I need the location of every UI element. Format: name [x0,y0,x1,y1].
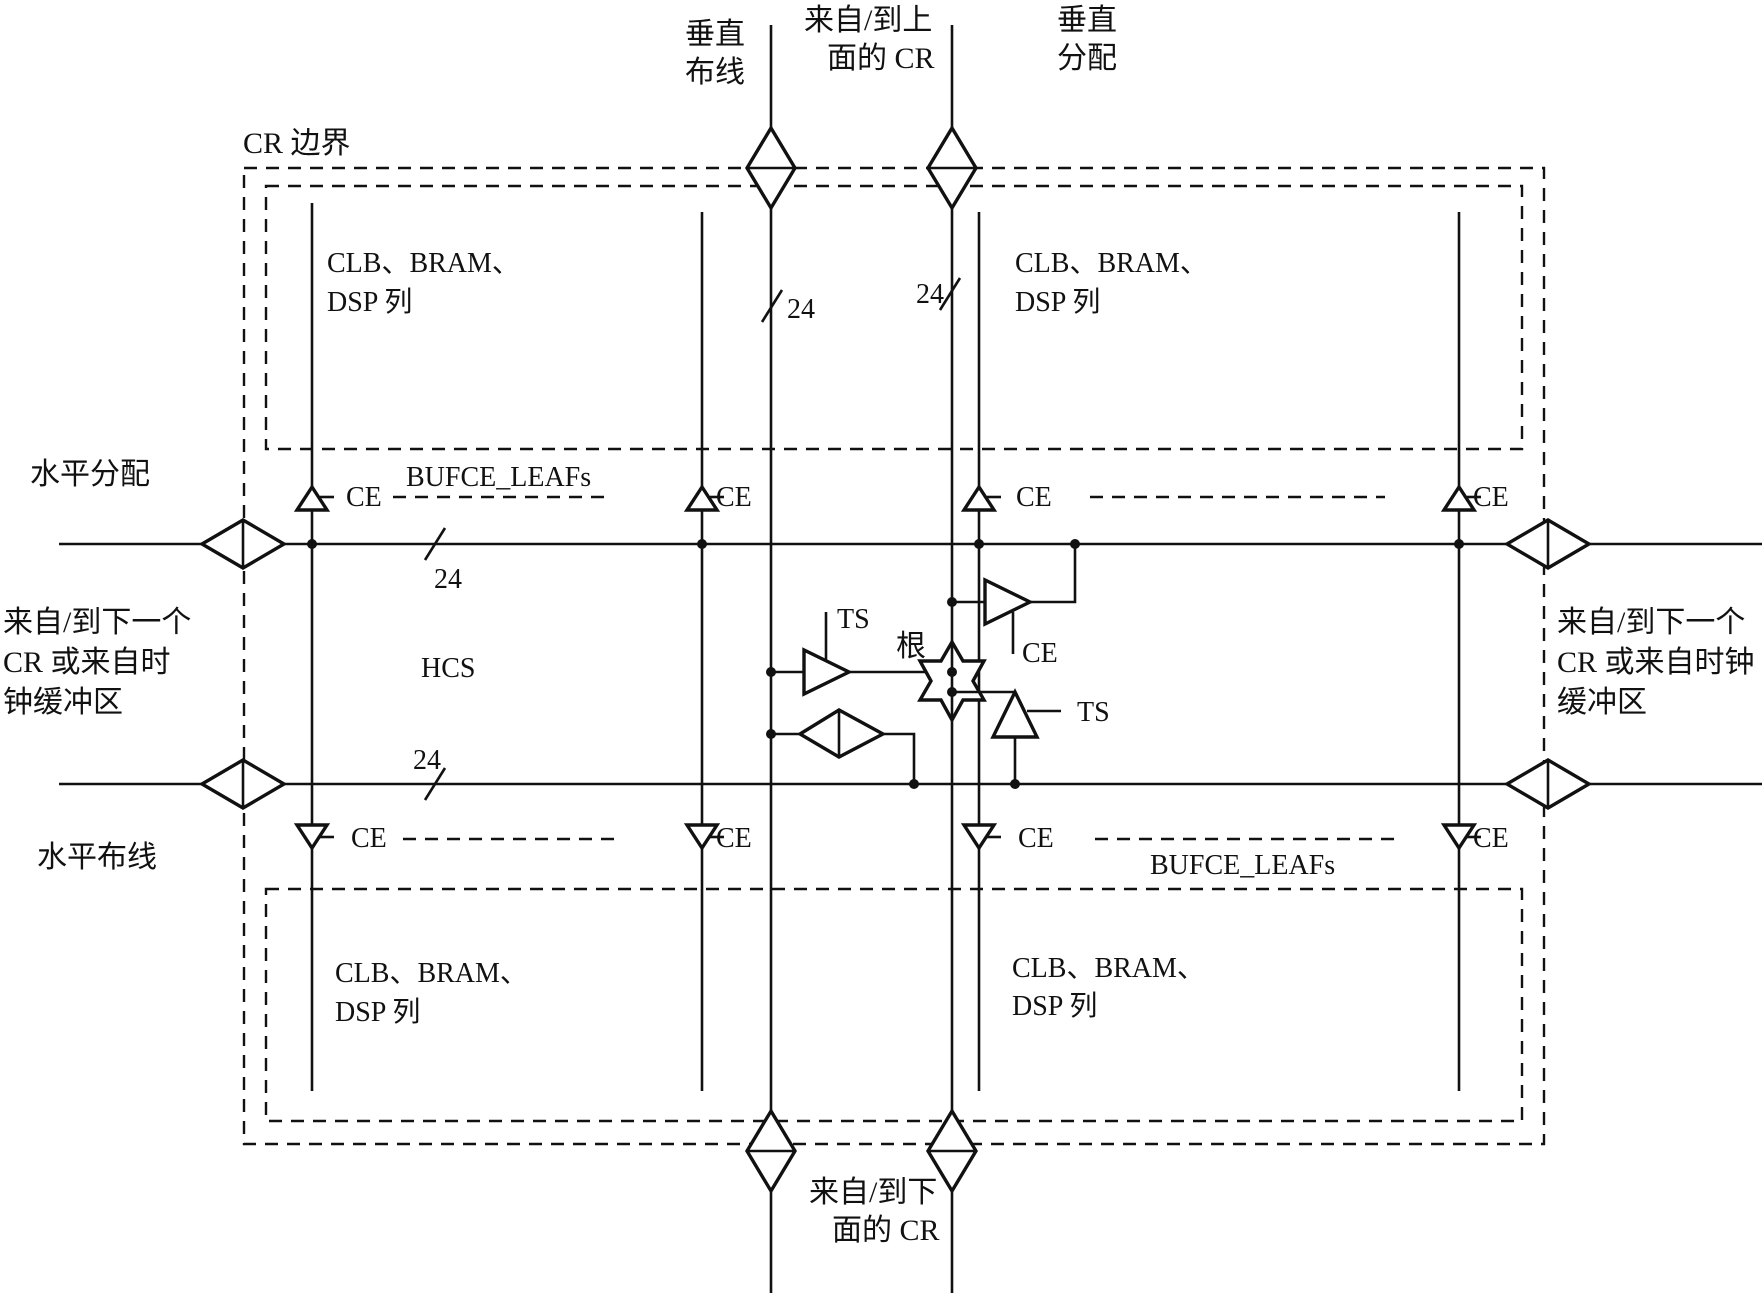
column-block-label: CLB、BRAM、DSP 列 [1015,248,1208,318]
root-ts-label: TS [1077,697,1110,728]
junction-dot [947,687,957,697]
junction-dot [766,729,776,739]
column-block-label: CLB、BRAM、DSP 列 [327,248,520,318]
bus-slash-mark [938,277,962,311]
ce-label: CE [716,823,752,854]
horizontal-distribution-label: 水平分配 [30,458,150,491]
ce-label: CE [1473,482,1509,513]
distribution-driver-buffer-icon [983,577,1034,627]
junction-dot [697,539,707,549]
vertical-distribution-label: 垂直分配 [1057,4,1117,75]
junction-dot [947,667,957,677]
bidir-link-output-wire [883,732,916,784]
vertical-routing-label: 垂直布线 [685,18,745,89]
junction-dot [1010,779,1020,789]
bufce-leaf-down-icon [293,823,331,852]
ce-label: CE [1018,823,1054,854]
junction-dot [947,597,957,607]
bidirectional-buffer-icon [796,708,887,759]
junction-dot [766,667,776,677]
bufce-leafs-top-label: BUFCE_LEAFs [406,462,591,493]
ce-label: CE [1473,823,1509,854]
bufce-leaf-down-icon [1440,823,1478,852]
bus-width-label: 24 [413,745,441,776]
bufce-leaf-down-icon [683,823,721,852]
ce-label: CE [346,482,382,513]
bufce-leaf-up-icon [293,483,331,512]
cr-boundary-box [242,166,1546,1146]
bufce-leaf-down-icon [960,823,998,852]
junction-dot [1454,539,1464,549]
junction-dot [974,539,984,549]
bus-slash-mark [423,527,447,561]
distribution-driver-ce-label: CE [1022,638,1058,669]
column-block-label: CLB、BRAM、DSP 列 [1012,953,1205,1022]
horizontal-routing-label: 水平布线 [37,841,157,874]
root-label: 根 [896,630,926,663]
bufce-leaf-up-icon [683,483,721,512]
cr-boundary-label: CR 边界 [243,127,351,160]
bus-width-label: 24 [916,279,944,310]
bus-slash-mark [760,289,784,323]
distribution-driver-output-wire [1030,544,1077,604]
junction-dot [1070,539,1080,549]
bottom-column-region-box [264,887,1524,1123]
bus-width-label: 24 [787,294,815,325]
bufce-leafs-bottom-label: BUFCE_LEAFs [1150,850,1335,881]
top-column-region-box [264,184,1524,451]
column-block-label: CLB、BRAM、DSP 列 [335,958,528,1028]
junction-dot [909,779,919,789]
from-to-below-cr-label: 来自/到下面的 CR [809,1176,940,1247]
junction-dot [307,539,317,549]
root-ts-buffer-icon [990,688,1040,739]
bufce-leaf-up-icon [960,483,998,512]
from-to-above-cr-label: 来自/到上面的 CR [804,4,935,75]
hcs-label: HCS [421,653,475,684]
ce-label: CE [1016,482,1052,513]
ce-label: CE [351,823,387,854]
bus-slash-mark [423,767,447,801]
bus-width-label: 24 [434,564,462,595]
bufce-leaf-up-icon [1440,483,1478,512]
ce-label: CE [716,482,752,513]
routing-ts-label: TS [837,604,870,635]
